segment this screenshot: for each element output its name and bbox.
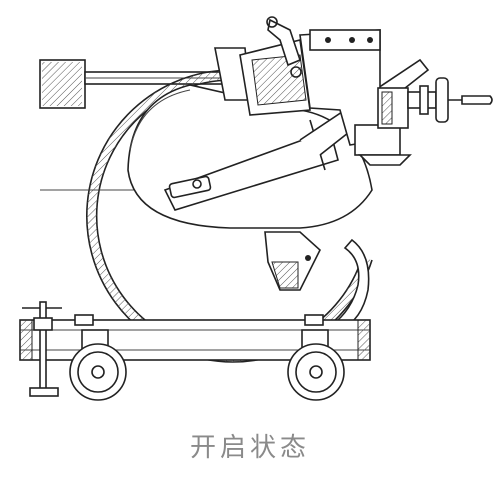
hand-wheel-assembly [377,77,493,129]
machine-drawing [19,16,493,401]
left-jack-stand [22,301,62,397]
right-wheel [287,329,345,401]
hinge-bracket-lower [264,231,321,291]
top-mechanism [214,16,412,166]
drawing-caption: 开启状态 [189,433,310,463]
left-wheel [69,329,127,401]
